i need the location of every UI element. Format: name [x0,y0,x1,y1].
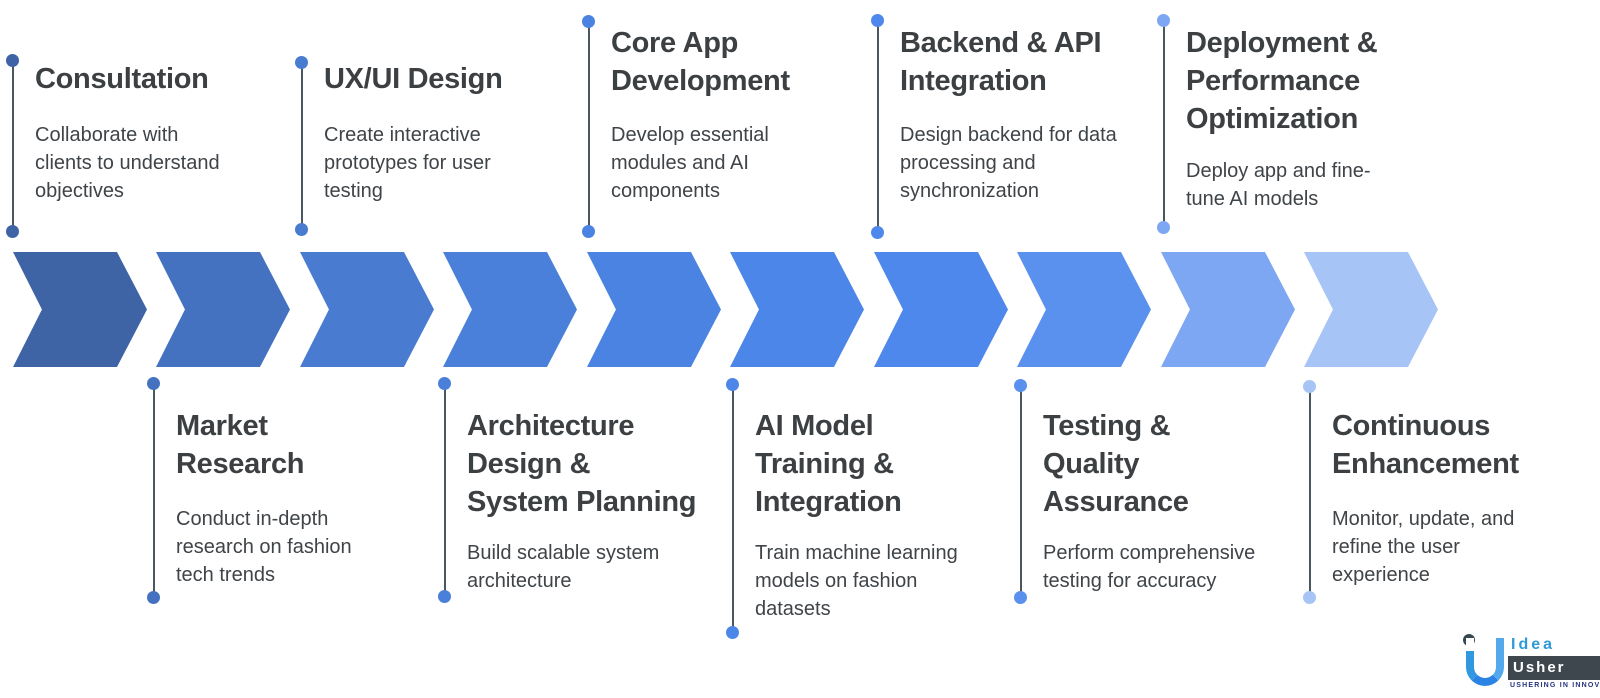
connector-dot [1014,591,1027,604]
step-description: Monitor, update, and refine the user exp… [1332,508,1515,586]
connector-dot [438,590,451,603]
chevron-arrow-7 [874,252,1008,367]
chevron-arrow-8 [1017,252,1151,367]
chevron-arrow-4 [443,252,577,367]
connector-line [582,15,595,238]
connector-dot [582,225,595,238]
step-description: Collaborate with clients to understand o… [35,124,220,202]
step-title: Core App Development [611,27,790,97]
chevron-arrow-3 [300,252,434,367]
connector-dot [726,378,739,391]
connector-dot [1157,221,1170,234]
step-title: Deployment & Performance Optimization [1186,27,1378,135]
connector-dot [1303,380,1316,393]
connector-line [1014,379,1027,604]
connector-dot [6,54,19,67]
connector-dot [1303,591,1316,604]
connector-line [726,378,739,639]
connector-dot [147,377,160,390]
chevron-arrow-1 [13,252,147,367]
chevron-arrow-9 [1161,252,1295,367]
connector-dot [871,14,884,27]
logo-tagline: USHERING IN INNOVATION [1510,682,1600,689]
logo-u-shape [1466,638,1504,686]
step-title: Continuous Enhancement [1332,410,1519,480]
connector-dot [726,626,739,639]
step-description: Deploy app and fine- tune AI models [1186,160,1371,210]
step-description: Design backend for data processing and s… [900,124,1117,202]
connector-dot [295,56,308,69]
connector-dot [295,223,308,236]
connector-line [147,377,160,604]
logo-brand-idea: Idea [1511,636,1556,653]
chevron-arrow-2 [156,252,290,367]
step-title: Market Research [176,410,305,480]
step-description: Build scalable system architecture [467,542,660,592]
logo-brand-usher: Usher [1508,656,1600,680]
connector-line [871,14,884,239]
step-description: Perform comprehensive testing for accura… [1043,542,1256,592]
step-title: Testing & Quality Assurance [1043,410,1189,518]
connector-line [1157,14,1170,234]
chevron-arrow-5 [587,252,721,367]
idea-usher-logo: Idea Usher USHERING IN INNOVATION [1462,628,1600,696]
step-title: Architecture Design & System Planning [467,410,697,518]
step-description: Create interactive prototypes for user t… [324,124,491,202]
step-title: Consultation [35,63,209,95]
connector-line [1303,380,1316,604]
step-title: Backend & API Integration [900,27,1102,97]
connector-dot [438,377,451,390]
connector-dot [1157,14,1170,27]
chevron-arrow-10 [1304,252,1438,367]
step-title: UX/UI Design [324,63,503,95]
step-title: AI Model Training & Integration [755,410,902,518]
connector-line [295,56,308,236]
connector-dot [1014,379,1027,392]
step-description: Train machine learning models on fashion… [755,542,958,620]
connector-dot [871,226,884,239]
step-description: Develop essential modules and AI compone… [611,124,769,202]
connector-line [438,377,451,603]
connector-dot [582,15,595,28]
connector-dot [6,225,19,238]
connector-dot [147,591,160,604]
connector-line [6,54,19,238]
chevron-arrow-6 [730,252,864,367]
idea-usher-logo-icon [1462,628,1508,696]
step-description: Conduct in-depth research on fashion tec… [176,508,352,586]
